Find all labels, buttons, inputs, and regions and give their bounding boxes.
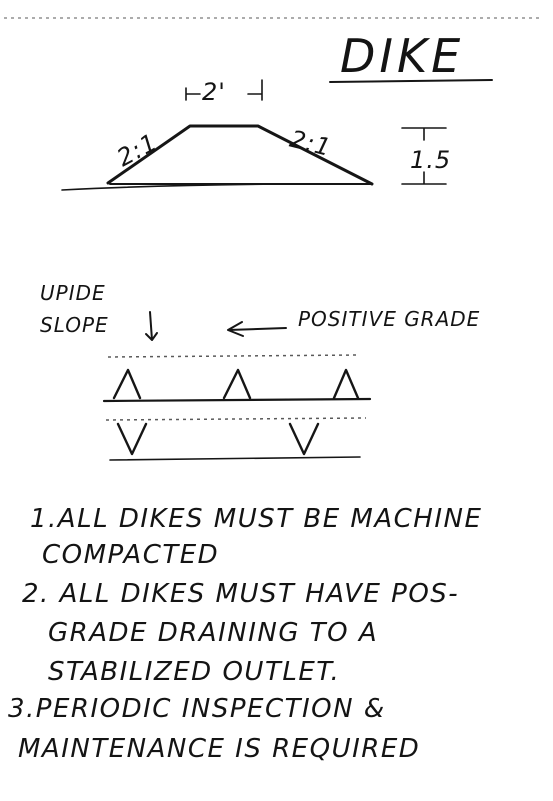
left-slope-label: 2:1 [112, 128, 162, 172]
upside-arrow-icon [145, 311, 158, 341]
top-width-tick-right [247, 79, 263, 101]
slope-symbol-1 [112, 368, 142, 400]
dike-toe-lower [109, 456, 361, 461]
notes: 1.ALL DIKES MUST BE MACHINE COMPACTED 2.… [8, 504, 482, 764]
top-width-label: 2' [202, 78, 226, 106]
title-underline [329, 79, 493, 83]
slope-symbol-4 [116, 422, 148, 456]
note-2-line3: STABILIZED OUTLET. [48, 657, 340, 687]
dike-top-edge-lower [105, 417, 367, 421]
grade-label: POSITIVE GRADE [298, 307, 480, 331]
dike-top-edge-upper [107, 354, 361, 358]
plan-view: UPIDE SLOPE POSITIVE GRADE [40, 281, 480, 461]
dike-toe-upper [102, 397, 372, 403]
upside-label-line2: SLOPE [40, 313, 109, 337]
height-label: 1.5 [410, 146, 451, 174]
title: DIKE [340, 29, 464, 83]
cross-section: 2' 2:1 2:1 1.5 [61, 78, 451, 191]
note-1-line1: 1.ALL DIKES MUST BE MACHINE [30, 504, 482, 534]
upside-label-line1: UPIDE [40, 281, 106, 305]
slope-symbol-2 [222, 368, 252, 400]
height-dim-bottom [401, 171, 447, 185]
note-2-line2: GRADE DRAINING TO A [48, 618, 378, 648]
note-2-line1: 2. ALL DIKES MUST HAVE POS- [22, 579, 459, 609]
slope-symbol-5 [288, 422, 320, 456]
grade-arrow-icon [227, 321, 287, 337]
note-1-line2: COMPACTED [42, 540, 219, 570]
height-dim-top [401, 127, 447, 141]
dike-profile [106, 124, 374, 186]
note-3-line1: 3.PERIODIC INSPECTION & [8, 694, 386, 724]
right-slope-label: 2:1 [287, 125, 334, 162]
top-width-tick-left [185, 87, 201, 101]
slope-symbol-3 [332, 368, 360, 400]
note-3-line2: MAINTENANCE IS REQUIRED [18, 734, 420, 764]
